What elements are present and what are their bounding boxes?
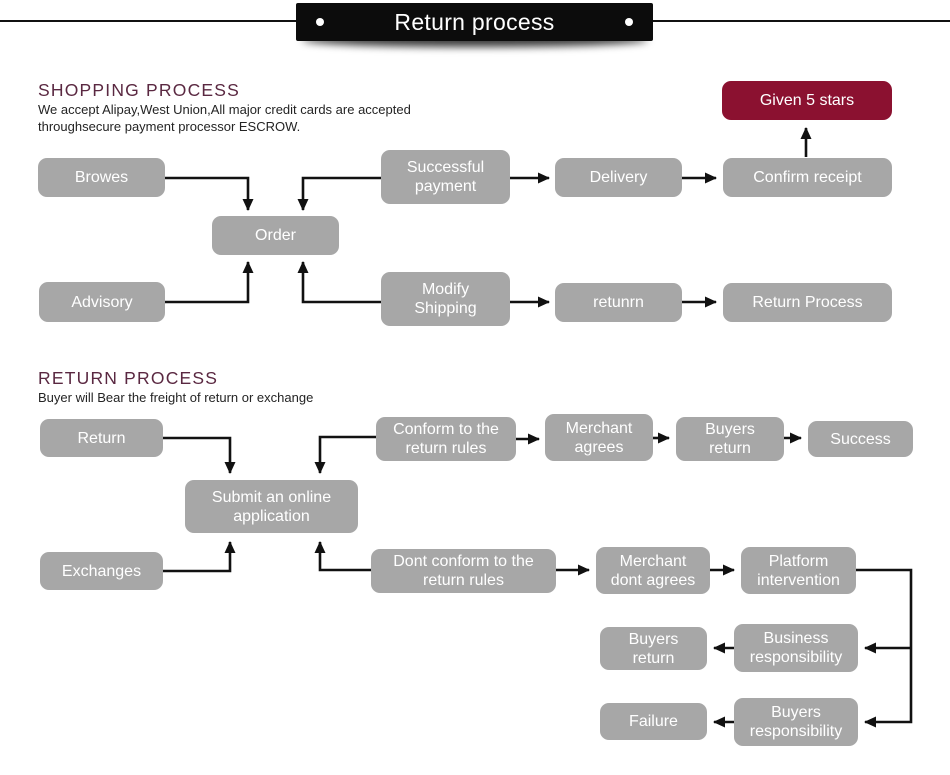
node-order: Order — [212, 216, 339, 255]
node-exchanges: Exchanges — [40, 552, 163, 590]
node-return: Return — [40, 419, 163, 457]
node-buyers-return-top: Buyers return — [676, 417, 784, 461]
arrow-platform-rail-to-buyers-responsibility — [856, 568, 913, 728]
node-given-5-stars: Given 5 stars — [722, 81, 892, 120]
node-successful-payment: Successful payment — [381, 150, 510, 204]
node-retunrn: retunrn — [555, 283, 682, 322]
node-submit-application: Submit an online application — [185, 480, 358, 533]
title-banner: Return process — [296, 3, 653, 41]
page-title: Return process — [394, 8, 555, 35]
return-section-note: Buyer will Bear the freight of return or… — [38, 390, 314, 405]
arrow-browes-to-order — [165, 176, 254, 211]
arrow-return-to-submit — [163, 436, 236, 474]
arrow-exchanges-to-submit — [163, 541, 236, 573]
node-business-responsibility: Business responsibility — [734, 624, 858, 672]
banner-dot-left-icon — [316, 18, 324, 26]
node-success: Success — [808, 421, 913, 457]
node-modify-shipping: Modify Shipping — [381, 272, 510, 326]
node-merchant-agrees: Merchant agrees — [545, 414, 653, 461]
node-buyers-responsibility: Buyers responsibility — [734, 698, 858, 746]
shopping-section-note: We accept Alipay,West Union,All major cr… — [38, 102, 411, 134]
node-conform-rules: Conform to the return rules — [376, 417, 516, 461]
node-dont-conform-rules: Dont conform to the return rules — [371, 549, 556, 593]
node-delivery: Delivery — [555, 158, 682, 197]
shopping-section-heading: SHOPPING PROCESS — [38, 80, 241, 100]
node-platform-intervention: Platform intervention — [741, 547, 856, 594]
arrow-conform-rules-to-submit — [314, 435, 376, 474]
node-failure: Failure — [600, 703, 707, 740]
arrow-successful-payment-to-order — [297, 176, 381, 211]
arrow-modify-shipping-to-order — [297, 261, 381, 304]
node-return-process: Return Process — [723, 283, 892, 322]
node-confirm-receipt: Confirm receipt — [723, 158, 892, 197]
arrow-dont-conform-to-submit — [314, 541, 371, 572]
node-browes: Browes — [38, 158, 165, 197]
node-advisory: Advisory — [39, 282, 165, 322]
arrow-advisory-to-order — [165, 261, 254, 304]
return-section-heading: RETURN PROCESS — [38, 368, 219, 388]
banner-dot-right-icon — [625, 18, 633, 26]
node-buyers-return-bottom: Buyers return — [600, 627, 707, 670]
node-merchant-dont-agrees: Merchant dont agrees — [596, 547, 710, 594]
